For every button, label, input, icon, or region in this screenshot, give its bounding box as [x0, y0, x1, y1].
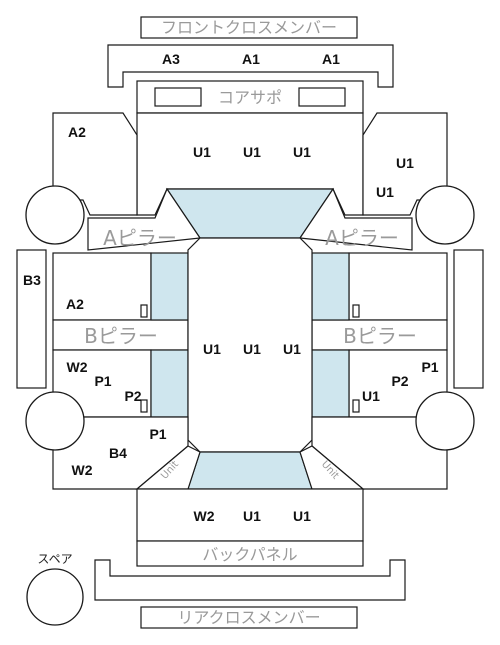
left-rear-door-code-1: W2 — [67, 359, 88, 375]
left-rear-door-handle — [140, 399, 148, 413]
back-panel[interactable] — [136, 540, 364, 567]
left-side-sill[interactable] — [16, 249, 47, 389]
right-front-fender-code-2: U1 — [376, 184, 394, 200]
trunk-code-2: U1 — [243, 508, 261, 524]
front-member-code-2: A1 — [242, 51, 260, 67]
left-a-pillar[interactable] — [87, 187, 202, 251]
left-front-door-handle — [140, 304, 148, 318]
rear-member-panel[interactable] — [94, 559, 406, 601]
roof-code-3: U1 — [283, 341, 301, 357]
right-b-pillar-label: Bピラー — [343, 324, 417, 348]
left-a-pillar-label: Aピラー — [103, 226, 177, 250]
trunk-code-3: U1 — [293, 508, 311, 524]
rear-right-wheel — [415, 391, 475, 451]
right-rear-door-code-3: U1 — [362, 388, 380, 404]
rear-left-wheel — [25, 391, 85, 451]
right-b-pillar[interactable] — [311, 319, 448, 351]
trunk-code-1: W2 — [194, 508, 215, 524]
spare-label: スペア — [37, 552, 72, 566]
core-support-left-slot — [154, 87, 202, 107]
right-side-sill[interactable] — [453, 249, 484, 389]
left-front-window[interactable] — [150, 252, 189, 321]
spare-tire[interactable] — [26, 568, 84, 626]
right-rear-door-handle — [352, 399, 360, 413]
left-front-door[interactable] — [52, 252, 152, 321]
left-rear-window[interactable] — [150, 349, 189, 418]
left-rear-door-code-2: P1 — [94, 373, 111, 389]
left-b-pillar-label: Bピラー — [84, 324, 158, 348]
right-a-pillar-label: Aピラー — [325, 226, 399, 250]
left-rear-quarter-code-3: W2 — [72, 462, 93, 478]
back-panel-label: バックパネル — [202, 545, 297, 564]
left-b-pillar[interactable] — [52, 319, 189, 351]
rear-cross-member-label: リアクロスメンバー — [177, 608, 320, 627]
hood-code-1: U1 — [193, 144, 211, 160]
right-front-fender[interactable] — [362, 112, 448, 216]
right-rear-door-code-2: P2 — [391, 373, 408, 389]
roof-code-2: U1 — [243, 341, 261, 357]
front-right-wheel — [415, 185, 475, 245]
front-left-wheel — [25, 185, 85, 245]
right-a-pillar[interactable] — [298, 187, 413, 251]
right-rear-window[interactable] — [311, 349, 350, 418]
left-rear-quarter-code-2: B4 — [109, 445, 127, 461]
right-front-door[interactable] — [348, 252, 448, 321]
front-member-panel[interactable] — [107, 44, 394, 88]
left-front-fender-code: A2 — [68, 124, 86, 140]
hood-code-3: U1 — [293, 144, 311, 160]
left-side-sill-code: B3 — [23, 272, 41, 288]
rear-cross-member-box[interactable] — [140, 606, 358, 629]
rear-window-glass[interactable] — [187, 451, 313, 490]
right-front-door-handle — [352, 304, 360, 318]
right-front-window[interactable] — [311, 252, 350, 321]
right-front-fender-code-1: U1 — [396, 155, 414, 171]
left-front-door-code: A2 — [66, 296, 84, 312]
right-rear-door-code-1: P1 — [421, 359, 438, 375]
front-member-code-3: A1 — [322, 51, 340, 67]
left-rear-quarter-code-1: P1 — [149, 426, 166, 442]
front-cross-member-label: フロントクロスメンバー — [161, 18, 337, 37]
core-support-label: コアサポ — [218, 88, 282, 107]
front-cross-member-box[interactable] — [140, 16, 358, 39]
core-support-right-slot — [298, 87, 346, 107]
hood-code-2: U1 — [243, 144, 261, 160]
trunk-panel[interactable] — [136, 488, 364, 542]
roof-code-1: U1 — [203, 341, 221, 357]
front-member-code-1: A3 — [162, 51, 180, 67]
left-rear-door-code-3: P2 — [124, 388, 141, 404]
